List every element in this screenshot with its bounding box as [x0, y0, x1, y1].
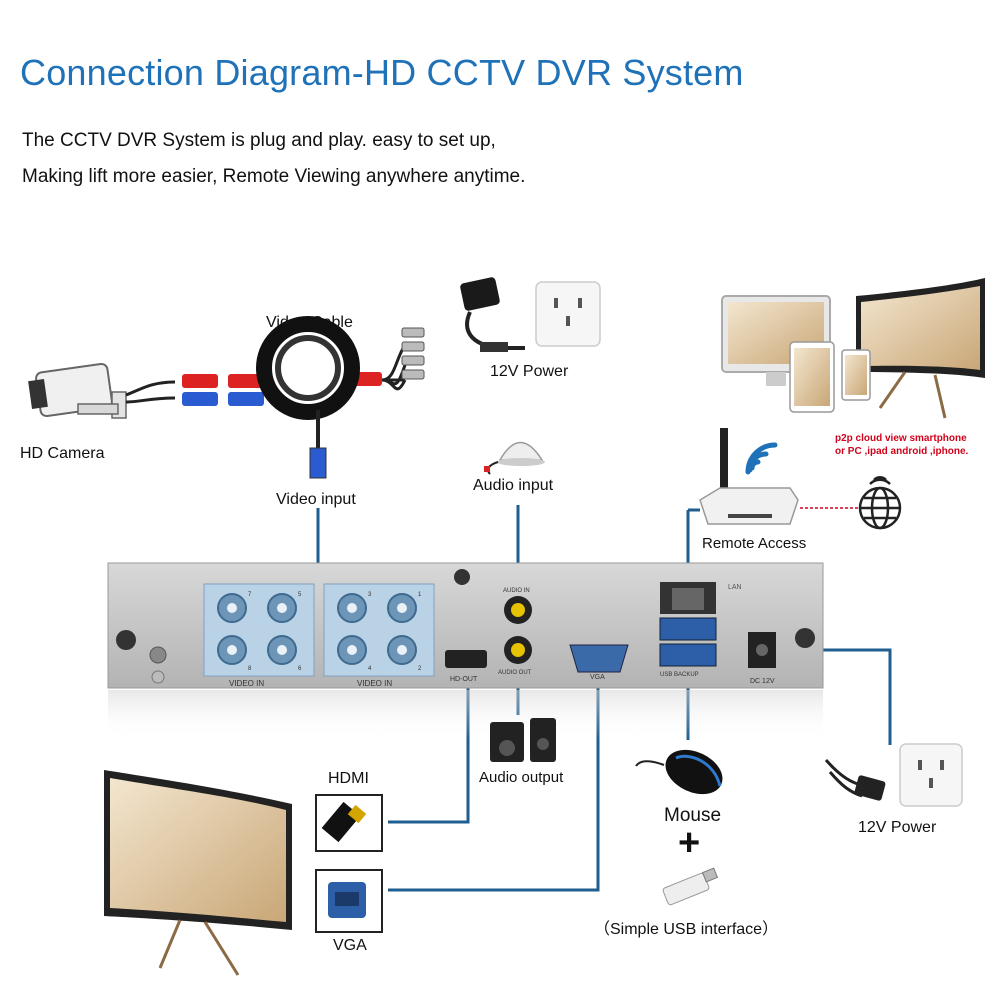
- label-mouse: Mouse: [664, 805, 722, 826]
- label-p2p-line-2: or PC ,ipad android ,iphone.: [835, 446, 969, 457]
- label-remote-access: Remote Access: [702, 535, 807, 552]
- label-video-cable: Video Cable: [266, 314, 353, 331]
- label-audio-input: Audio input: [473, 477, 554, 494]
- page-title: Connection Diagram-HD CCTV DVR System: [20, 52, 744, 93]
- microphone-icon: [484, 441, 545, 475]
- hdmi-connector-icon: [321, 801, 367, 843]
- label-hdmi: HDMI: [328, 770, 369, 787]
- monitor-icon: [721, 278, 985, 419]
- label-vga: VGA: [333, 937, 367, 954]
- panel-label-hd-out: HD-OUT: [450, 676, 478, 683]
- port-number: 4: [368, 666, 372, 672]
- wall-socket-icon: [535, 281, 601, 347]
- plus-sign: +: [678, 822, 701, 864]
- label-video-input: Video input: [276, 491, 356, 508]
- power-adapter-icon: [460, 277, 525, 352]
- wifi-icon: [745, 442, 778, 475]
- panel-label-audio-in: AUDIO IN: [503, 588, 530, 594]
- mouse-icon: [635, 749, 723, 795]
- cable-reel-icon: [256, 316, 360, 420]
- port-number: 3: [368, 592, 372, 598]
- label-p2p-line-1: p2p cloud view smartphone: [835, 433, 967, 444]
- port-number: 1: [418, 592, 422, 598]
- panel-label-video-in-left: VIDEO IN: [229, 679, 265, 688]
- port-number: 7: [248, 592, 252, 598]
- intro-line-2: Making lift more easier, Remote Viewing …: [22, 166, 526, 187]
- intro-line-1: The CCTV DVR System is plug and play. ea…: [22, 130, 496, 151]
- port-number: 6: [298, 666, 302, 672]
- label-audio-output: Audio output: [479, 769, 564, 786]
- panel-label-video-in-right: VIDEO IN: [357, 679, 393, 688]
- camera-icon: [28, 362, 127, 419]
- usb-drive-icon: [662, 867, 719, 906]
- router-icon: [699, 428, 799, 525]
- panel-label-dc: DC 12V: [750, 678, 775, 685]
- vga-connector-icon: [328, 882, 366, 918]
- label-power-top: 12V Power: [490, 363, 569, 380]
- port-number: 8: [248, 666, 252, 672]
- label-power-bottom: 12V Power: [858, 819, 937, 836]
- globe-icon: [858, 476, 902, 530]
- port-number: 5: [298, 592, 302, 598]
- panel-label-audio-out: AUDIO OUT: [498, 670, 532, 676]
- dvr-back-panel: [107, 562, 824, 740]
- dc-cable-icon: [824, 759, 886, 801]
- panel-label-vga: VGA: [590, 674, 605, 681]
- speaker-icon: [490, 718, 556, 762]
- panel-label-usb: USB BACKUP: [660, 672, 699, 678]
- wall-socket-icon: [899, 743, 963, 807]
- port-number: 2: [418, 666, 422, 672]
- label-usb-interface: （Simple USB interface）: [594, 921, 779, 938]
- label-hd-camera: HD Camera: [20, 445, 105, 462]
- panel-label-lan: LAN: [728, 584, 742, 591]
- monitor-icon: [104, 770, 292, 976]
